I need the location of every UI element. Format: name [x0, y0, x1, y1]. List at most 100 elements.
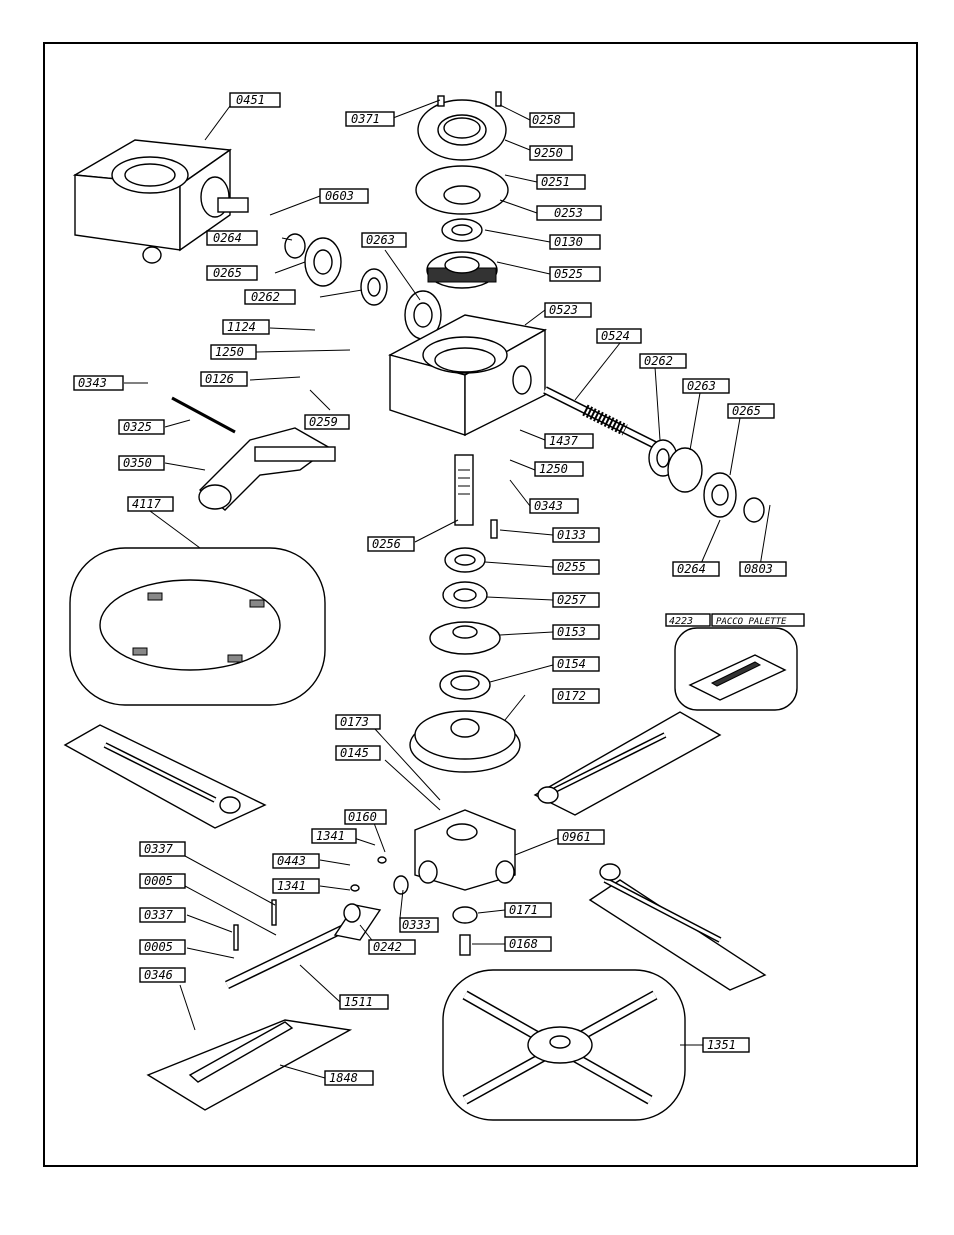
label-1437: 1437 [544, 433, 594, 449]
label-0168: 0168 [504, 936, 552, 952]
svg-text:0153: 0153 [557, 625, 586, 639]
label-0264-right: 0264 [672, 561, 720, 577]
svg-text:0242: 0242 [373, 940, 402, 954]
label-0130: 0130 [549, 234, 601, 250]
svg-text:0325: 0325 [123, 420, 152, 434]
gearbox-assembly-0451 [72, 139, 249, 264]
label-0160: 0160 [344, 809, 387, 825]
label-0173: 0173 [335, 714, 381, 730]
svg-text:0005: 0005 [144, 940, 173, 954]
worm-shaft-0524 [543, 386, 765, 523]
label-0603: 0603 [319, 188, 369, 204]
label-1250-left: 1250 [210, 344, 257, 360]
svg-text:0343: 0343 [534, 499, 563, 513]
assembled-cross-1351-panel [442, 969, 686, 1121]
label-0258: 0258 [529, 112, 575, 128]
label-1341-top: 1341 [311, 828, 357, 844]
label-0257: 0257 [552, 592, 600, 608]
svg-text:PACCO PALETTE: PACCO PALETTE [716, 617, 787, 627]
svg-text:0524: 0524 [601, 329, 630, 343]
label-0346: 0346 [139, 967, 186, 983]
svg-text:0265: 0265 [732, 404, 761, 418]
svg-text:0264: 0264 [677, 562, 706, 576]
left-side-bearings [284, 233, 442, 340]
label-1124: 1124 [222, 319, 270, 335]
svg-text:0257: 0257 [557, 593, 587, 607]
label-pacco-palette: PACCO PALETTE [711, 613, 805, 627]
label-0242: 0242 [368, 939, 416, 955]
label-0371: 0371 [345, 111, 395, 127]
label-0343-left: 0343 [73, 375, 124, 391]
blade-arm-left [63, 724, 267, 829]
label-0153: 0153 [552, 624, 600, 640]
label-0262-left: 0262 [244, 289, 296, 305]
svg-text:0343: 0343 [78, 376, 107, 390]
blade-arm-lower-right [588, 863, 767, 991]
svg-text:0160: 0160 [348, 810, 377, 824]
svg-text:0145: 0145 [340, 746, 369, 760]
svg-text:1511: 1511 [344, 995, 373, 1009]
svg-text:1437: 1437 [549, 434, 579, 448]
part-labels: 0451 0371 0258 9250 0251 0253 0130 0525 … [73, 92, 805, 1086]
svg-text:0371: 0371 [351, 112, 380, 126]
svg-text:4117: 4117 [132, 497, 162, 511]
svg-text:0525: 0525 [554, 267, 583, 281]
svg-text:1351: 1351 [707, 1038, 736, 1052]
svg-text:0259: 0259 [309, 415, 338, 429]
label-0263-left: 0263 [361, 232, 407, 248]
label-0443: 0443 [272, 853, 320, 869]
label-1848: 1848 [324, 1070, 374, 1086]
label-0343-right: 0343 [529, 498, 579, 514]
svg-text:9250: 9250 [534, 146, 563, 160]
svg-text:0262: 0262 [251, 290, 280, 304]
label-0145: 0145 [335, 745, 381, 761]
svg-text:0256: 0256 [372, 537, 401, 551]
label-0333: 0333 [399, 917, 439, 933]
svg-text:0172: 0172 [557, 689, 586, 703]
label-0961: 0961 [557, 829, 605, 845]
svg-text:0337: 0337 [144, 908, 174, 922]
label-0126: 0126 [200, 371, 248, 387]
svg-text:0171: 0171 [509, 903, 538, 917]
label-0259: 0259 [304, 414, 350, 430]
label-0256: 0256 [367, 536, 415, 552]
leader-lines [124, 99, 771, 1079]
svg-text:0523: 0523 [549, 303, 578, 317]
svg-text:1341: 1341 [316, 829, 345, 843]
svg-text:1250: 1250 [215, 345, 244, 359]
vertical-shaft-0256 [429, 454, 501, 700]
svg-text:4223: 4223 [669, 616, 693, 627]
svg-text:0130: 0130 [554, 235, 583, 249]
svg-text:0258: 0258 [532, 113, 561, 127]
svg-text:0262: 0262 [644, 354, 673, 368]
label-0325: 0325 [118, 419, 165, 435]
svg-text:0005: 0005 [144, 874, 173, 888]
label-0133: 0133 [552, 527, 600, 543]
svg-text:0133: 0133 [557, 528, 586, 542]
disc-4117-panel [69, 547, 326, 706]
label-0264-left: 0264 [206, 230, 258, 246]
svg-text:1250: 1250 [539, 462, 568, 476]
label-0251: 0251 [536, 174, 586, 190]
label-0337-top: 0337 [139, 841, 186, 857]
label-9250: 9250 [529, 145, 573, 161]
label-4117: 4117 [127, 496, 174, 512]
label-0005-top: 0005 [139, 873, 186, 889]
svg-text:0126: 0126 [205, 372, 234, 386]
svg-text:0253: 0253 [554, 206, 583, 220]
svg-text:0333: 0333 [402, 918, 431, 932]
label-0172: 0172 [552, 688, 600, 704]
label-0803: 0803 [739, 561, 787, 577]
label-0265-right: 0265 [727, 403, 775, 419]
pulley-0172 [409, 710, 521, 773]
svg-text:1848: 1848 [329, 1071, 358, 1085]
label-0253: 0253 [536, 205, 602, 221]
svg-text:0803: 0803 [744, 562, 773, 576]
svg-text:0265: 0265 [213, 266, 242, 280]
label-0265-left: 0265 [206, 265, 258, 281]
svg-text:0451: 0451 [236, 93, 265, 107]
label-1351: 1351 [702, 1037, 750, 1053]
label-0263-right: 0263 [682, 378, 730, 394]
blade-arm-right [533, 711, 722, 816]
